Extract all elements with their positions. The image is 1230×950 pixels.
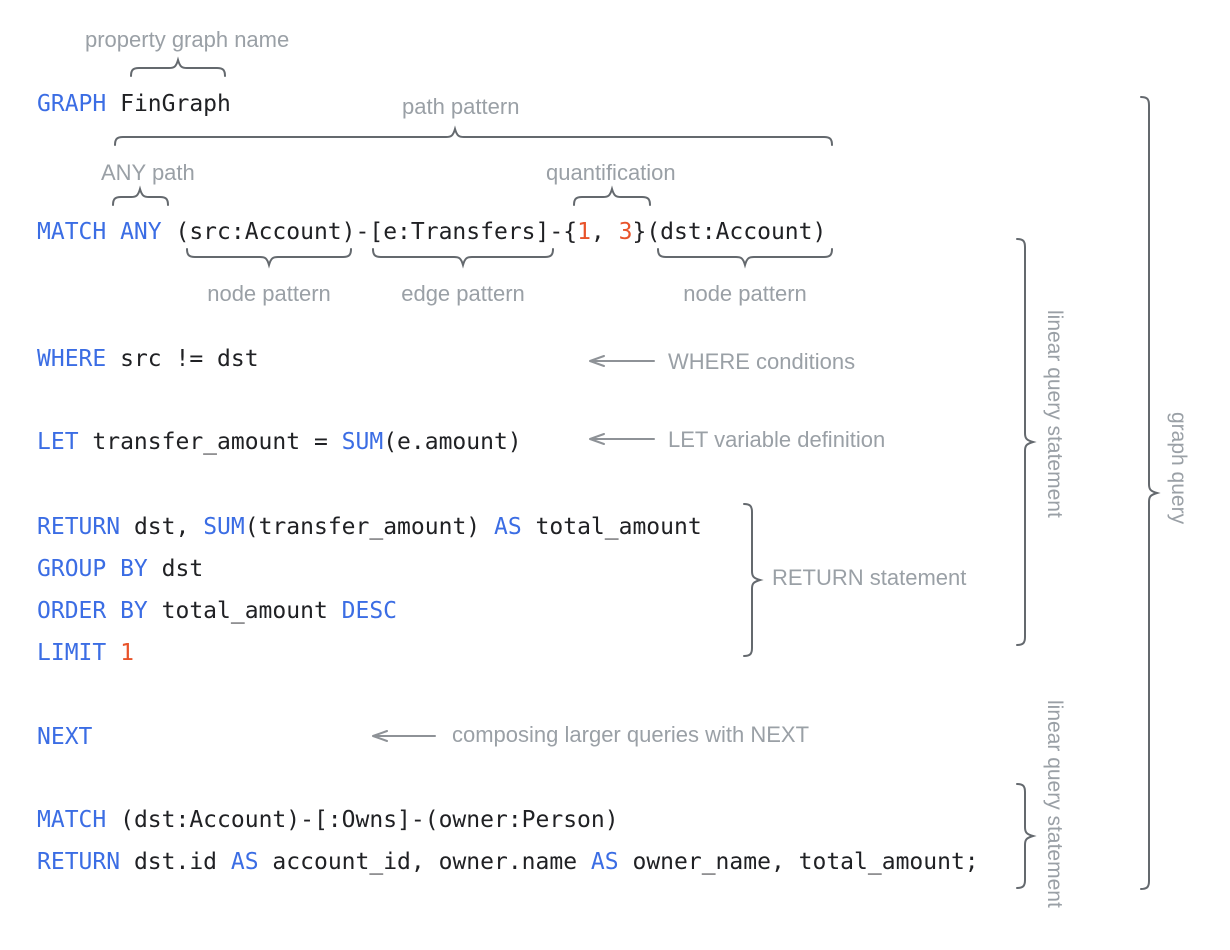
brace-node-pattern-2 bbox=[657, 248, 833, 269]
brace-linear-query-statement-2 bbox=[1016, 783, 1037, 889]
code-line-group-by: GROUP BY dst bbox=[37, 555, 203, 583]
group-by-column: dst bbox=[161, 556, 204, 582]
let-assignment-text: transfer_amount = bbox=[92, 429, 342, 455]
keyword-return: RETURN bbox=[37, 514, 134, 540]
where-pointer-arrow-icon bbox=[589, 355, 655, 367]
label-any-path: ANY path bbox=[101, 160, 195, 185]
sum-arguments: (e.amount) bbox=[383, 429, 522, 455]
return-columns: dst, bbox=[133, 514, 204, 540]
keyword-next: NEXT bbox=[37, 724, 93, 750]
label-where-conditions: WHERE conditions bbox=[668, 349, 856, 374]
label-return-statement: RETURN statement bbox=[772, 565, 967, 590]
brace-any-path bbox=[112, 185, 169, 206]
code-line-order-by: ORDER BY total_amount DESC bbox=[37, 597, 397, 625]
keyword-graph: GRAPH bbox=[37, 91, 121, 117]
keyword-as: AS bbox=[493, 514, 522, 540]
limit-value: 1 bbox=[120, 640, 134, 666]
code-line-return-1: RETURN dst, SUM(transfer_amount) AS tota… bbox=[37, 513, 702, 541]
label-quantification: quantification bbox=[546, 160, 676, 185]
brace-return-statement bbox=[743, 503, 764, 657]
keyword-sum: SUM bbox=[203, 514, 245, 540]
brace-linear-query-statement-1 bbox=[1016, 238, 1037, 646]
keyword-order-by: ORDER BY bbox=[37, 598, 162, 624]
return-column-owner-name: account_id, owner.name bbox=[258, 849, 591, 875]
order-by-column: total_amount bbox=[161, 598, 342, 624]
keyword-let: LET bbox=[37, 429, 93, 455]
label-linear-query-statement-2: linear query statement bbox=[1043, 700, 1066, 908]
return-column-dst-id: dst.id bbox=[133, 849, 231, 875]
path-pattern-text: (src:Account)-[e:Transfers]-{ bbox=[175, 219, 578, 245]
brace-path-pattern bbox=[114, 125, 833, 146]
label-next-note: composing larger queries with NEXT bbox=[452, 722, 810, 747]
brace-property-graph-name bbox=[130, 56, 226, 77]
label-path-pattern: path pattern bbox=[402, 94, 520, 119]
keyword-match-any: MATCH ANY bbox=[37, 219, 176, 245]
brace-graph-query bbox=[1140, 96, 1161, 890]
label-graph-query: graph query bbox=[1167, 412, 1190, 525]
code-line-let: LET transfer_amount = SUM(e.amount) bbox=[37, 428, 522, 456]
where-condition-text: src != dst bbox=[120, 346, 259, 372]
label-let-variable-definition: LET variable definition bbox=[668, 427, 886, 452]
keyword-limit: LIMIT bbox=[37, 640, 121, 666]
label-linear-query-statement-1: linear query statement bbox=[1043, 310, 1066, 518]
brace-node-pattern-1 bbox=[186, 248, 352, 269]
code-line-limit: LIMIT 1 bbox=[37, 639, 134, 667]
keyword-as: AS bbox=[230, 849, 259, 875]
label-node-pattern-2: node pattern bbox=[683, 281, 807, 306]
label-property-graph-name: property graph name bbox=[85, 27, 290, 52]
code-line-graph: GRAPH FinGraph bbox=[37, 90, 231, 118]
code-line-return-2: RETURN dst.id AS account_id, owner.name … bbox=[37, 848, 979, 876]
code-line-match-1: MATCH ANY (src:Account)-[e:Transfers]-{1… bbox=[37, 218, 826, 246]
sum-arguments: (transfer_amount) bbox=[244, 514, 494, 540]
code-line-where: WHERE src != dst bbox=[37, 345, 259, 373]
keyword-return: RETURN bbox=[37, 849, 134, 875]
quantifier-lower: 1 bbox=[577, 219, 591, 245]
return-column-total: owner_name, total_amount; bbox=[618, 849, 979, 875]
keyword-match: MATCH bbox=[37, 807, 121, 833]
code-line-next: NEXT bbox=[37, 723, 92, 751]
keyword-where: WHERE bbox=[37, 346, 121, 372]
keyword-as: AS bbox=[590, 849, 619, 875]
next-pointer-arrow-icon bbox=[372, 730, 436, 742]
label-edge-pattern: edge pattern bbox=[401, 281, 525, 306]
label-node-pattern-1: node pattern bbox=[207, 281, 331, 306]
code-line-match-2: MATCH (dst:Account)-[:Owns]-(owner:Perso… bbox=[37, 806, 619, 834]
brace-quantification bbox=[573, 185, 651, 206]
quantifier-separator: , bbox=[590, 219, 619, 245]
keyword-desc: DESC bbox=[341, 598, 398, 624]
keyword-sum: SUM bbox=[341, 429, 384, 455]
brace-edge-pattern bbox=[372, 248, 554, 269]
alias-name: total_amount bbox=[521, 514, 702, 540]
quantifier-upper: 3 bbox=[618, 219, 633, 245]
keyword-group-by: GROUP BY bbox=[37, 556, 162, 582]
dst-node-pattern-text: }(dst:Account) bbox=[632, 219, 827, 245]
owns-pattern-text: (dst:Account)-[:Owns]-(owner:Person) bbox=[120, 807, 619, 833]
let-pointer-arrow-icon bbox=[589, 433, 655, 445]
graph-name: FinGraph bbox=[120, 91, 231, 117]
